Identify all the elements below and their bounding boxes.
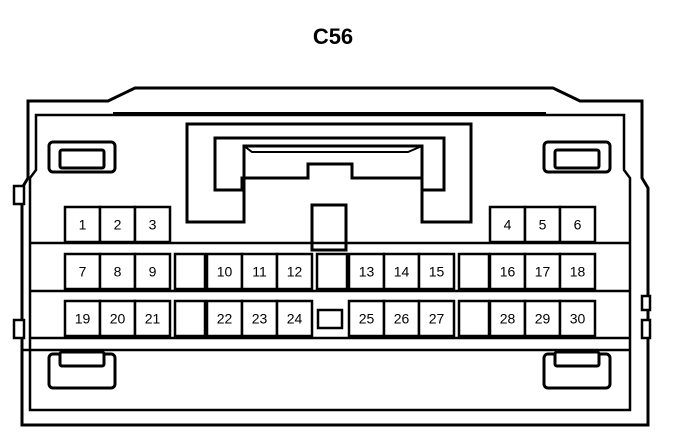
pin-label: 18 bbox=[570, 264, 586, 280]
top-latch bbox=[185, 122, 473, 252]
connector-title: C56 bbox=[313, 24, 353, 49]
pin-label: 20 bbox=[110, 311, 126, 327]
pin-label: 15 bbox=[429, 264, 445, 280]
pin-label: 17 bbox=[535, 264, 551, 280]
pin-label: 28 bbox=[500, 311, 516, 327]
pin-separator bbox=[173, 299, 207, 338]
pin-cell bbox=[205, 299, 244, 338]
pin-cell bbox=[382, 252, 421, 291]
pin-separator bbox=[457, 299, 491, 338]
pin-label: 25 bbox=[359, 311, 375, 327]
pin-label: 7 bbox=[79, 264, 87, 280]
pin-cell bbox=[275, 299, 314, 338]
pin-cell bbox=[133, 252, 172, 291]
pin-label: 1 bbox=[79, 217, 87, 233]
pin-cell bbox=[275, 252, 314, 291]
pin-cell bbox=[205, 252, 244, 291]
pin-cell bbox=[558, 299, 597, 338]
pin-label: 9 bbox=[149, 264, 157, 280]
pin-cell bbox=[523, 205, 562, 244]
side-tabs bbox=[12, 184, 652, 340]
pin-label: 3 bbox=[149, 217, 157, 233]
pin-separator bbox=[173, 252, 207, 291]
pin-label: 24 bbox=[287, 311, 303, 327]
pin-cell bbox=[240, 299, 279, 338]
pin-label: 27 bbox=[429, 311, 445, 327]
pin-label: 22 bbox=[217, 311, 233, 327]
pin-label: 12 bbox=[287, 264, 303, 280]
pin-cell bbox=[417, 299, 456, 338]
pin-label: 16 bbox=[500, 264, 516, 280]
pin-cell bbox=[558, 205, 597, 244]
key-slot bbox=[316, 308, 344, 330]
pin-cell bbox=[98, 299, 137, 338]
pin-label: 26 bbox=[394, 311, 410, 327]
pin-cell bbox=[133, 205, 172, 244]
pin-cell bbox=[98, 252, 137, 291]
pin-label: 5 bbox=[539, 217, 547, 233]
pin-separator bbox=[457, 252, 491, 291]
pin-label: 30 bbox=[570, 311, 586, 327]
pin-label: 11 bbox=[252, 264, 267, 280]
side-locks bbox=[47, 140, 612, 390]
pin-label: 2 bbox=[114, 217, 122, 233]
pin-label: 23 bbox=[252, 311, 268, 327]
pin-cell bbox=[558, 252, 597, 291]
pin-cell bbox=[488, 252, 527, 291]
pin-label: 4 bbox=[504, 217, 512, 233]
pin-label: 6 bbox=[574, 217, 582, 233]
pin-label: 14 bbox=[394, 264, 410, 280]
pin-label: 29 bbox=[535, 311, 551, 327]
pin-label: 19 bbox=[75, 311, 91, 327]
connector-housing bbox=[20, 86, 650, 427]
pin-cell bbox=[417, 252, 456, 291]
pin-label: 13 bbox=[359, 264, 375, 280]
pin-label: 8 bbox=[114, 264, 122, 280]
pin-separator bbox=[315, 252, 349, 291]
pin-label: 21 bbox=[145, 311, 161, 327]
pin-cell bbox=[133, 299, 172, 338]
pin-cell bbox=[63, 299, 102, 338]
pin-label: 10 bbox=[217, 264, 233, 280]
pin-cell bbox=[488, 299, 527, 338]
